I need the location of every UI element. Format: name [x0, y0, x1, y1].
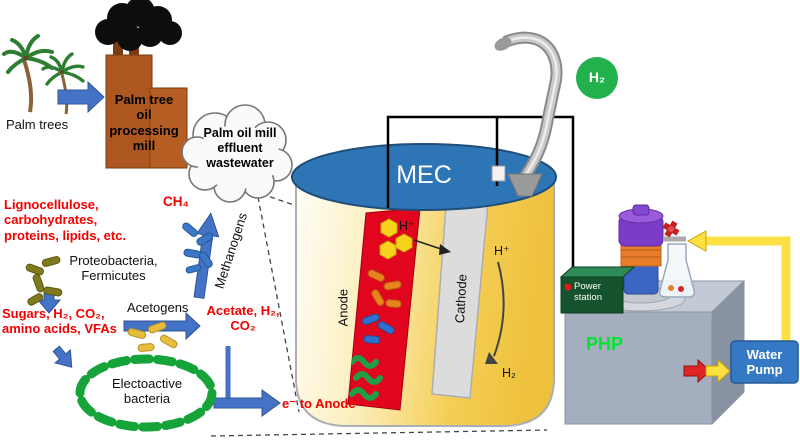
acetate-label: Acetate, H₂, CO₂ [206, 303, 280, 334]
hplus-arrow [413, 239, 451, 255]
mill-label: Palm tree oil processing mill [109, 92, 179, 153]
acetogens-label: Acetogens [127, 300, 189, 315]
hplus-right-label: H⁺ [494, 244, 510, 258]
electroactive-to-anode-arrow [213, 389, 281, 417]
e-to-anode-label: e⁻ to Anode [282, 396, 356, 411]
anode-biofilm-orange-rods [367, 269, 402, 308]
wastewater-cloud-label: Palm oil mill effluent wastewater [203, 126, 277, 170]
anode-biofilm-blue-rods [361, 313, 395, 344]
zoom-dashed-lines [210, 190, 548, 437]
anode-biofilm-green-worms [349, 355, 383, 401]
water-pump-box [730, 340, 799, 384]
electroactive-label: Electoactive bacteria [111, 376, 183, 407]
water-flow-arrow [686, 230, 791, 343]
gas-funnel [507, 173, 543, 197]
palm-to-mill-arrow [57, 80, 105, 114]
wastewater-cloud-shape [181, 104, 293, 203]
methanogens-icon [182, 222, 214, 274]
inflow-arrows [683, 358, 731, 384]
mec-title: MEC [396, 161, 452, 189]
h2-cathode-label: H₂ [502, 366, 516, 380]
proteobacteria-label: Proteobacteria, Fermicutes [69, 253, 158, 284]
power-station-label: Power station [574, 281, 602, 304]
ch4-label: CH₄ [163, 194, 189, 209]
sugars-label: Sugars, H₂, CO₂, amino acids, VFAs [2, 306, 117, 337]
smoke-icon [95, 0, 182, 51]
palm-trees-label: Palm trees [6, 117, 69, 132]
flask-icon [658, 243, 696, 298]
h2-bubble [576, 57, 618, 99]
electroactive-bacteria-ring [75, 354, 217, 432]
power-station-box [559, 266, 636, 314]
hplus-top-label: H⁺ [399, 219, 415, 233]
acetogens-icon [127, 321, 178, 352]
valve-icon [662, 220, 686, 242]
php-label: PHP [586, 334, 624, 354]
h2-bubble-label: H₂ [588, 69, 606, 85]
sugars-to-electroactive-arrow [52, 345, 73, 368]
anode-biofilm-hexagons [379, 218, 413, 260]
anode-label: Anode [335, 288, 351, 327]
mec-lid-ellipse [291, 143, 557, 211]
lignocellulose-label: Lignocellulose, carbohydrates, proteins,… [4, 197, 127, 243]
gas-tube-icon [491, 31, 563, 197]
cathode-h2-arrow [485, 261, 505, 364]
water-pump-label: Water Pump [746, 347, 783, 378]
tube-clamp [491, 165, 506, 182]
proteobacteria-icon [25, 256, 63, 306]
mill-icon [95, 0, 188, 169]
